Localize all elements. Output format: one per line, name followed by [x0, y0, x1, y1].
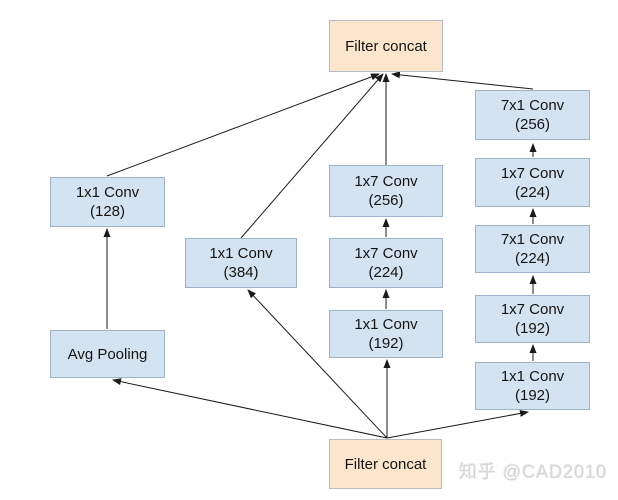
node-label: 1x1 Conv	[75, 184, 140, 201]
node-b3-conv-1x7-224: 1x7 Conv (224)	[329, 238, 443, 288]
node-label: 1x7 Conv	[500, 164, 565, 182]
node-b4-conv-1x1-192: 1x1 Conv (192)	[475, 362, 590, 410]
node-b3-conv-1x1-192: 1x1 Conv (192)	[329, 310, 443, 358]
node-param: (192)	[368, 335, 404, 352]
node-param: (384)	[223, 264, 259, 281]
node-b4-conv-7x1-256: 7x1 Conv (256)	[475, 90, 590, 140]
node-avg-pooling: Avg Pooling	[50, 330, 165, 378]
node-param: (224)	[514, 250, 551, 267]
node-conv-1x1-128: 1x1 Conv (128)	[50, 177, 165, 227]
node-label: 1x7 Conv	[354, 173, 418, 190]
node-label: Avg Pooling	[67, 345, 148, 363]
node-b4-conv-7x1-224: 7x1 Conv (224)	[475, 225, 590, 273]
node-param: (256)	[514, 116, 551, 133]
node-label: 1x7 Conv	[354, 245, 418, 262]
node-param: (224)	[514, 183, 551, 201]
node-filter-concat-top: Filter concat	[329, 20, 443, 72]
node-b4-conv-1x7-224: 1x7 Conv (224)	[475, 158, 590, 207]
watermark: 知乎 @CAD2010	[459, 462, 608, 482]
node-label: 7x1 Conv	[500, 231, 565, 248]
node-param: (192)	[514, 387, 551, 404]
node-conv-1x1-384: 1x1 Conv (384)	[185, 238, 297, 288]
node-b4-conv-1x7-192: 1x7 Conv (192)	[475, 295, 590, 343]
node-param: (192)	[514, 320, 551, 337]
node-param: (224)	[368, 264, 404, 281]
node-label: 1x7 Conv	[500, 301, 565, 318]
node-b3-conv-1x7-256: 1x7 Conv (256)	[329, 165, 443, 217]
node-label: 1x1 Conv	[209, 245, 273, 262]
node-label: 7x1 Conv	[500, 97, 565, 114]
node-label: Filter concat	[345, 37, 427, 55]
node-label: 1x1 Conv	[500, 368, 565, 385]
node-label: 1x1 Conv	[354, 316, 418, 333]
node-param: (256)	[368, 192, 404, 209]
node-param: (128)	[89, 203, 126, 220]
node-filter-concat-bottom: Filter concat	[329, 439, 442, 489]
node-label: Filter concat	[344, 455, 427, 473]
